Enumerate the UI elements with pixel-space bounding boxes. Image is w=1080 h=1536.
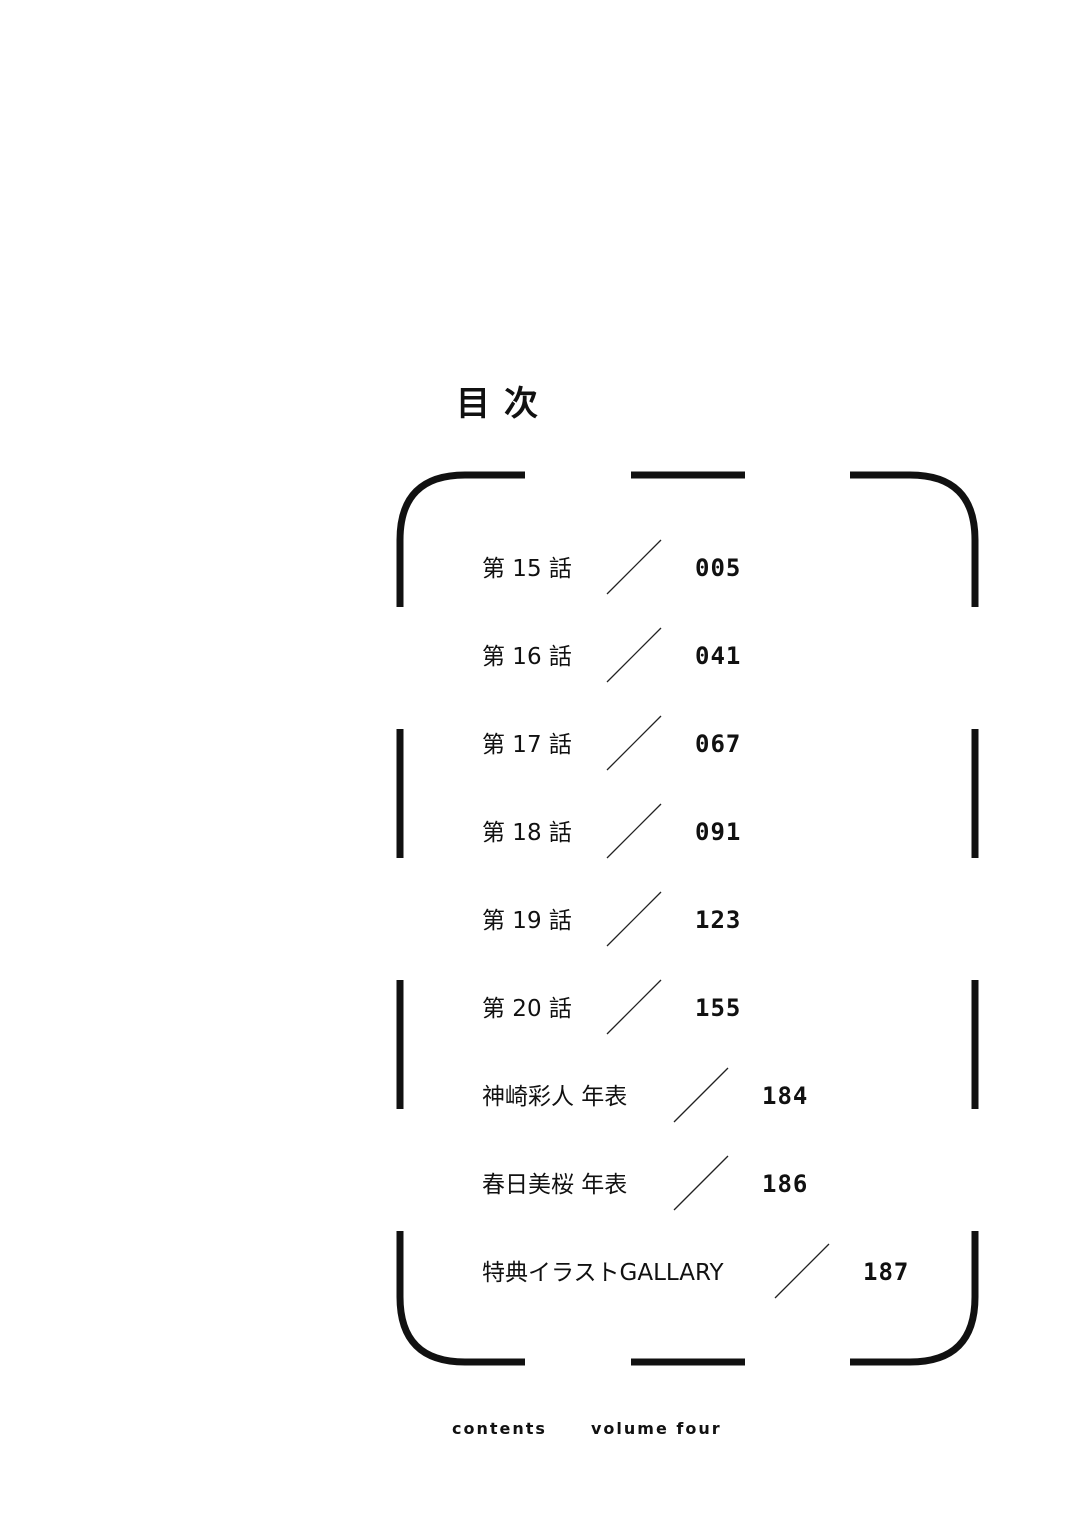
toc-row: 第 15 話 005	[482, 539, 982, 600]
toc-page-number: 067	[695, 730, 742, 758]
toc-page-number: 186	[762, 1170, 809, 1198]
slash-divider-icon	[673, 1067, 729, 1123]
page-title: 目次	[456, 384, 552, 424]
slash-divider-icon	[606, 803, 662, 859]
toc-chapter-label: 春日美桜 年表	[482, 1172, 628, 1198]
toc-row: 第 19 話 123	[482, 891, 982, 952]
slash-divider-icon	[774, 1243, 830, 1299]
footer-contents: contents	[452, 1419, 547, 1438]
slash-divider-icon	[606, 891, 662, 947]
slash-divider-icon	[606, 627, 662, 683]
slash-divider-icon	[606, 715, 662, 771]
toc-row: 第 20 話 155	[482, 979, 982, 1040]
toc-chapter-label: 第 18 話	[482, 820, 572, 846]
footer-volume: volume four	[591, 1419, 722, 1438]
toc-row: 第 16 話 041	[482, 627, 982, 688]
toc-row: 第 18 話 091	[482, 803, 982, 864]
toc-chapter-label: 特典イラストGALLARY	[482, 1260, 724, 1286]
toc-chapter-label: 第 15 話	[482, 556, 572, 582]
toc-chapter-label: 第 20 話	[482, 996, 572, 1022]
toc-row: 第 17 話 067	[482, 715, 982, 776]
toc-row: 神崎彩人 年表 184	[482, 1067, 982, 1128]
toc-page-number: 155	[695, 994, 742, 1022]
toc-page-number: 091	[695, 818, 742, 846]
toc-chapter-label: 第 17 話	[482, 732, 572, 758]
frame-corner-top-right	[850, 471, 979, 607]
toc-page-number: 123	[695, 906, 742, 934]
toc-row: 春日美桜 年表 186	[482, 1155, 982, 1216]
slash-divider-icon	[606, 539, 662, 595]
toc-chapter-label: 神崎彩人 年表	[482, 1084, 628, 1110]
toc-page-number: 005	[695, 554, 742, 582]
toc-row: 特典イラストGALLARY 187	[482, 1243, 982, 1304]
toc-chapter-label: 第 19 話	[482, 908, 572, 934]
frame-corner-top-left	[396, 471, 525, 607]
frame-corner-bottom-left	[396, 1231, 525, 1366]
toc-page-number: 041	[695, 642, 742, 670]
slash-divider-icon	[606, 979, 662, 1035]
toc-chapter-label: 第 16 話	[482, 644, 572, 670]
frame-corner-bottom-right	[850, 1231, 979, 1366]
slash-divider-icon	[673, 1155, 729, 1211]
toc-page-number: 184	[762, 1082, 809, 1110]
toc-page-number: 187	[863, 1258, 910, 1286]
